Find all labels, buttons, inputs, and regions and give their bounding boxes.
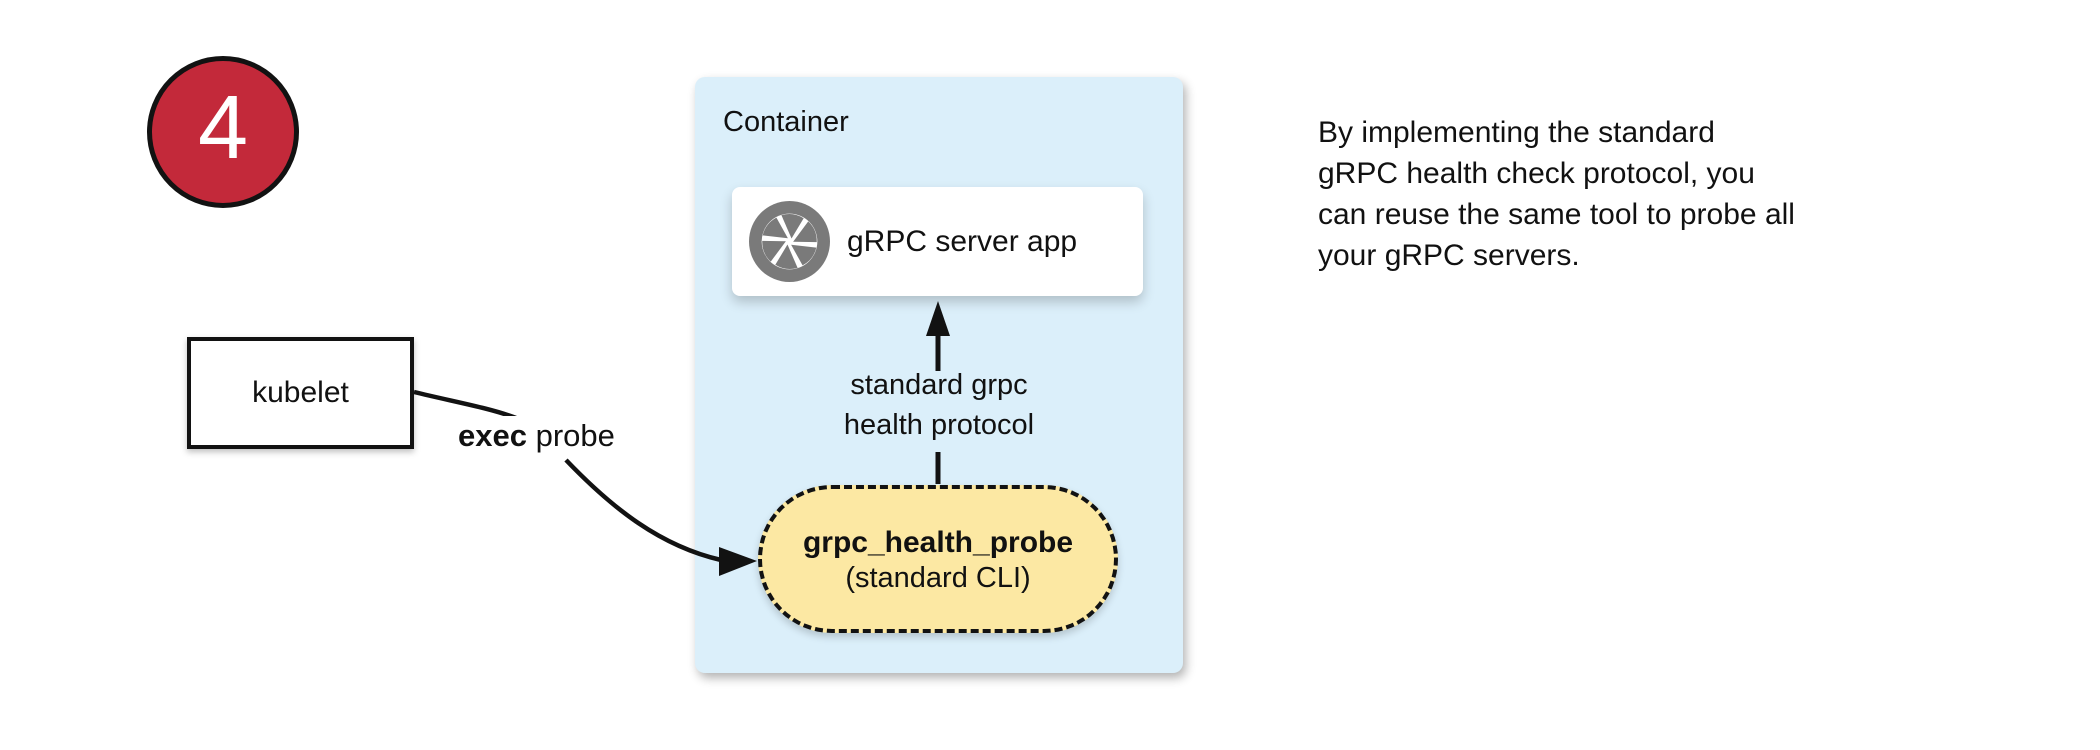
health-protocol-arrow-label: standard grpc health protocol bbox=[843, 369, 1035, 441]
step-badge: 4 bbox=[147, 56, 299, 208]
grpc-health-probe-node: grpc_health_probe (standard CLI) bbox=[758, 485, 1118, 633]
container-group: Container gRPC server app standard grpc … bbox=[695, 77, 1183, 673]
kubelet-node: kubelet bbox=[187, 337, 414, 449]
aperture-icon-blades bbox=[762, 214, 817, 269]
caption-text: By implementing the standard gRPC health… bbox=[1318, 116, 1795, 272]
exec-probe-label-bold: exec bbox=[458, 418, 527, 453]
container-title: Container bbox=[723, 106, 849, 138]
aperture-icon bbox=[749, 201, 830, 282]
exec-probe-arrow-upper bbox=[413, 389, 517, 421]
grpc-server-app-node: gRPC server app bbox=[732, 187, 1143, 296]
grpc-health-probe-label: grpc_health_probe bbox=[802, 525, 1074, 559]
exec-probe-label: exec probe bbox=[452, 416, 621, 456]
grpc-health-probe-subtitle: (standard CLI) bbox=[845, 561, 1031, 594]
grpc-server-app-label: gRPC server app bbox=[847, 224, 1078, 258]
exec-probe-label-rest: probe bbox=[526, 418, 615, 453]
step-number: 4 bbox=[197, 78, 249, 178]
kubelet-label: kubelet bbox=[252, 376, 349, 409]
